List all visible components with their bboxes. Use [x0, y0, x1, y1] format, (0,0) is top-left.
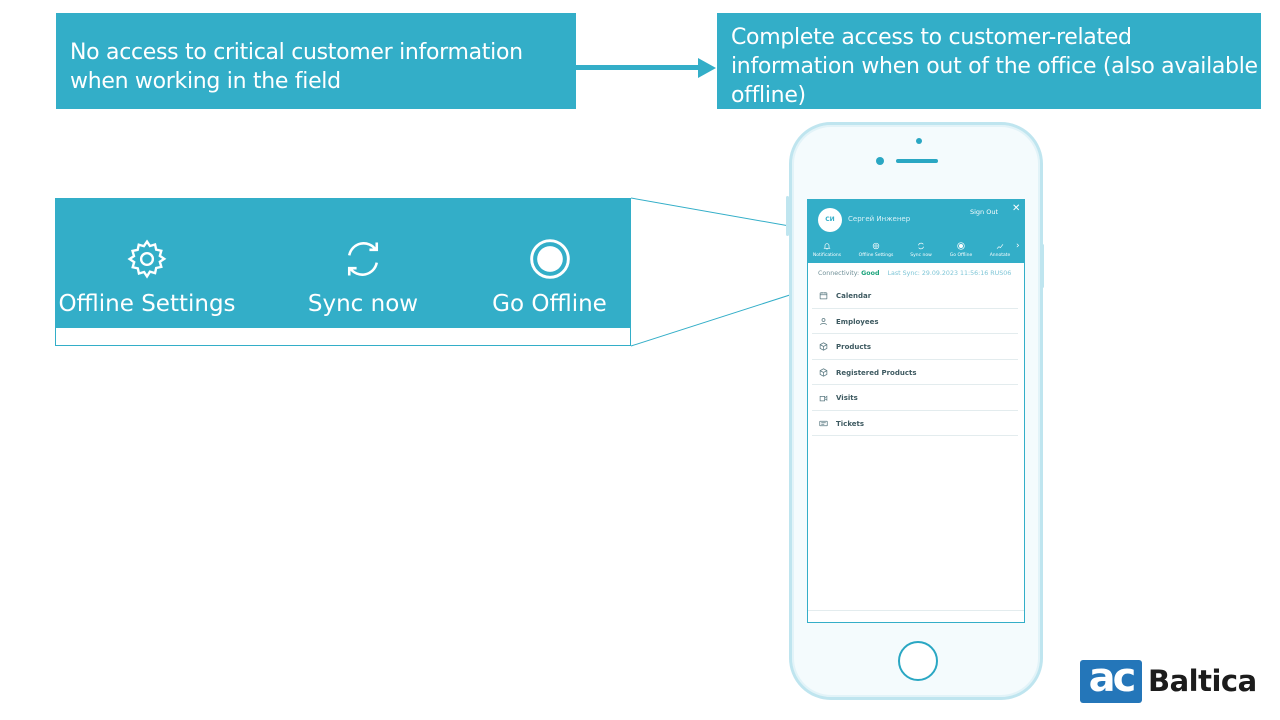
gear-icon: [127, 239, 167, 279]
calendar-icon: [819, 292, 828, 300]
record-icon: [529, 239, 570, 279]
toolbar-more-chevron-icon[interactable]: ›: [1016, 241, 1020, 251]
person-icon: [820, 317, 827, 325]
menu-item-tickets[interactable]: Tickets: [812, 411, 1018, 436]
close-icon[interactable]: ✕: [1012, 203, 1021, 214]
zoom-offline-settings-label: Offline Settings: [58, 291, 236, 317]
avatar[interactable]: СИ: [818, 208, 842, 232]
menu-item-visits[interactable]: Visits: [812, 385, 1018, 411]
toolbar-go-offline-label: Go Offline: [949, 253, 973, 258]
arrow-line: [576, 65, 700, 70]
sync-icon: [347, 242, 379, 276]
callout-target-state-text: Complete access to customer-related info…: [731, 25, 1258, 108]
app-header: СИ Сергей Инженер Sign Out ✕ Notificatio…: [808, 200, 1024, 263]
acbaltica-logo: ac Baltica: [1080, 658, 1264, 704]
zoomed-toolbar-bar: Offline Settings Sync now Go Offline: [56, 199, 630, 328]
menu-item-label: Products: [836, 343, 872, 351]
toolbar-offline-settings-label: Offline Settings: [858, 253, 894, 258]
menu-item-registered-products[interactable]: Registered Products: [812, 360, 1018, 385]
menu-item-label: Registered Products: [836, 368, 917, 377]
callout-target-state: Complete access to customer-related info…: [717, 13, 1261, 109]
menu-item-calendar[interactable]: Calendar: [812, 283, 1018, 309]
phone-speaker: [896, 159, 938, 163]
menu-item-employees[interactable]: Employees: [812, 309, 1018, 334]
phone-volume-button: [786, 196, 789, 236]
arrow-head: [698, 58, 716, 78]
box-icon: [819, 342, 828, 351]
toolbar-notifications-label: Notifications: [812, 253, 842, 258]
toolbar-offline-settings-button[interactable]: Offline Settings: [854, 242, 898, 262]
menu-item-label: Calendar: [836, 292, 872, 300]
toolbar-annotate-button[interactable]: Annotate: [985, 242, 1015, 262]
toolbar-notifications-button[interactable]: Notifications: [809, 242, 845, 262]
user-name: Сергей Инженер: [848, 215, 911, 223]
callout-current-state: No access to critical customer informati…: [56, 13, 576, 109]
sync-icon: [918, 242, 924, 250]
logo-text: Baltica: [1148, 664, 1257, 698]
menu-item-label: Tickets: [836, 419, 865, 428]
logo-mark: ac: [1080, 658, 1142, 703]
zoom-go-offline-button[interactable]: Go Offline: [482, 199, 617, 328]
record-icon: [957, 242, 965, 250]
zoom-sync-now-label: Sync now: [307, 291, 419, 317]
main-menu: Calendar Employees Products Registered P…: [812, 283, 1018, 436]
zoom-offline-settings-button[interactable]: Offline Settings: [56, 199, 238, 328]
bell-icon: [823, 243, 831, 250]
menu-item-label: Visits: [836, 394, 858, 402]
ticket-icon: [819, 420, 828, 426]
last-sync-text: Last Sync: 29.09.2023 11:56:16 RUS06: [887, 270, 1012, 277]
screen-bottom-divider: [808, 610, 1024, 611]
toolbar-go-offline-button[interactable]: Go Offline: [946, 242, 976, 262]
visits-icon: [819, 395, 828, 402]
toolbar-annotate-label: Annotate: [989, 253, 1011, 258]
menu-item-products[interactable]: Products: [812, 334, 1018, 360]
connectivity-status: Connectivity: Good Last Sync: 29.09.2023…: [818, 270, 1011, 277]
toolbar-sync-now-label: Sync now: [910, 253, 932, 258]
callout-current-state-text: No access to critical customer informati…: [70, 40, 523, 94]
sign-out-link[interactable]: Sign Out: [970, 208, 999, 216]
phone-mockup: СИ Сергей Инженер Sign Out ✕ Notificatio…: [789, 122, 1043, 700]
phone-camera: [916, 138, 922, 144]
menu-item-label: Employees: [836, 317, 879, 326]
box-icon: [819, 367, 828, 377]
zoom-go-offline-label: Go Offline: [492, 291, 607, 317]
toolbar-sync-now-button[interactable]: Sync now: [906, 242, 936, 262]
app-screen: СИ Сергей Инженер Sign Out ✕ Notificatio…: [807, 199, 1025, 623]
connectivity-value: Good: [861, 270, 880, 277]
phone-sensor: [876, 157, 884, 165]
phone-home-button: [898, 641, 938, 681]
annotate-icon: [996, 244, 1004, 249]
connectivity-label: Connectivity:: [818, 270, 860, 277]
zoomed-toolbar: Offline Settings Sync now Go Offline: [55, 198, 631, 346]
gear-icon: [872, 242, 880, 250]
zoom-sync-now-button[interactable]: Sync now: [292, 199, 434, 328]
